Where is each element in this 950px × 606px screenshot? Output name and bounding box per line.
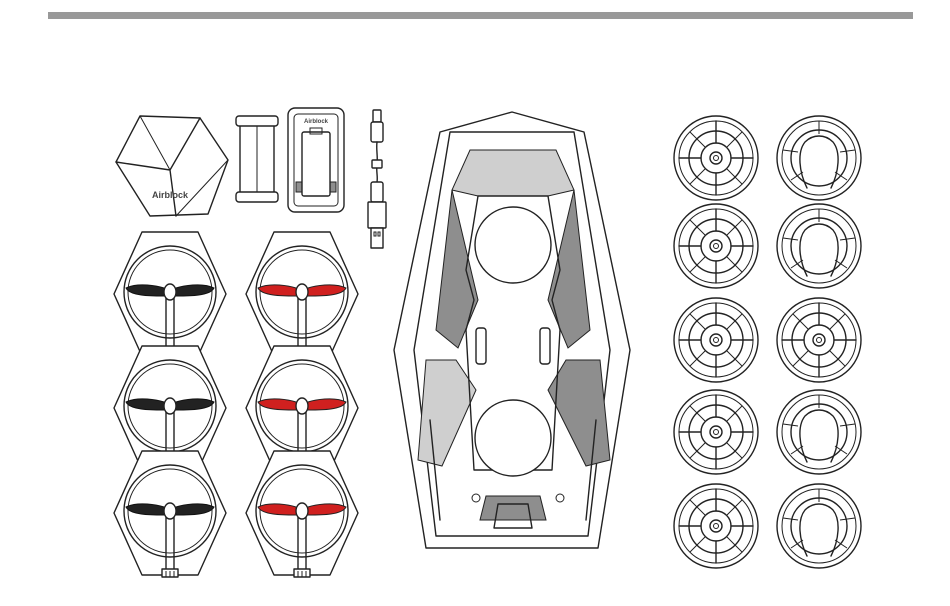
protective-grille-4 (777, 204, 861, 288)
protective-grille-2 (777, 116, 861, 200)
main-module: Airblock (116, 116, 228, 216)
charger-label: Airblock (304, 119, 329, 125)
protective-grille-7 (674, 390, 758, 474)
protective-grille-1 (674, 116, 758, 200)
power-module-red-1 (246, 232, 358, 358)
usb-cable (368, 110, 386, 248)
power-module-red-3 (246, 451, 358, 577)
power-module-black-1 (114, 232, 226, 358)
protective-grille-8 (777, 390, 861, 474)
protective-grille-6 (777, 298, 861, 382)
hovercraft-hull (394, 112, 630, 548)
protective-grille-9 (674, 484, 758, 568)
battery (236, 116, 278, 202)
power-module-black-3 (114, 451, 226, 577)
battery-charger: Airblock (288, 108, 344, 212)
protective-grille-3 (674, 204, 758, 288)
protective-grille-5 (674, 298, 758, 382)
main-module-label: Airblock (152, 190, 189, 200)
protective-grille-10 (777, 484, 861, 568)
